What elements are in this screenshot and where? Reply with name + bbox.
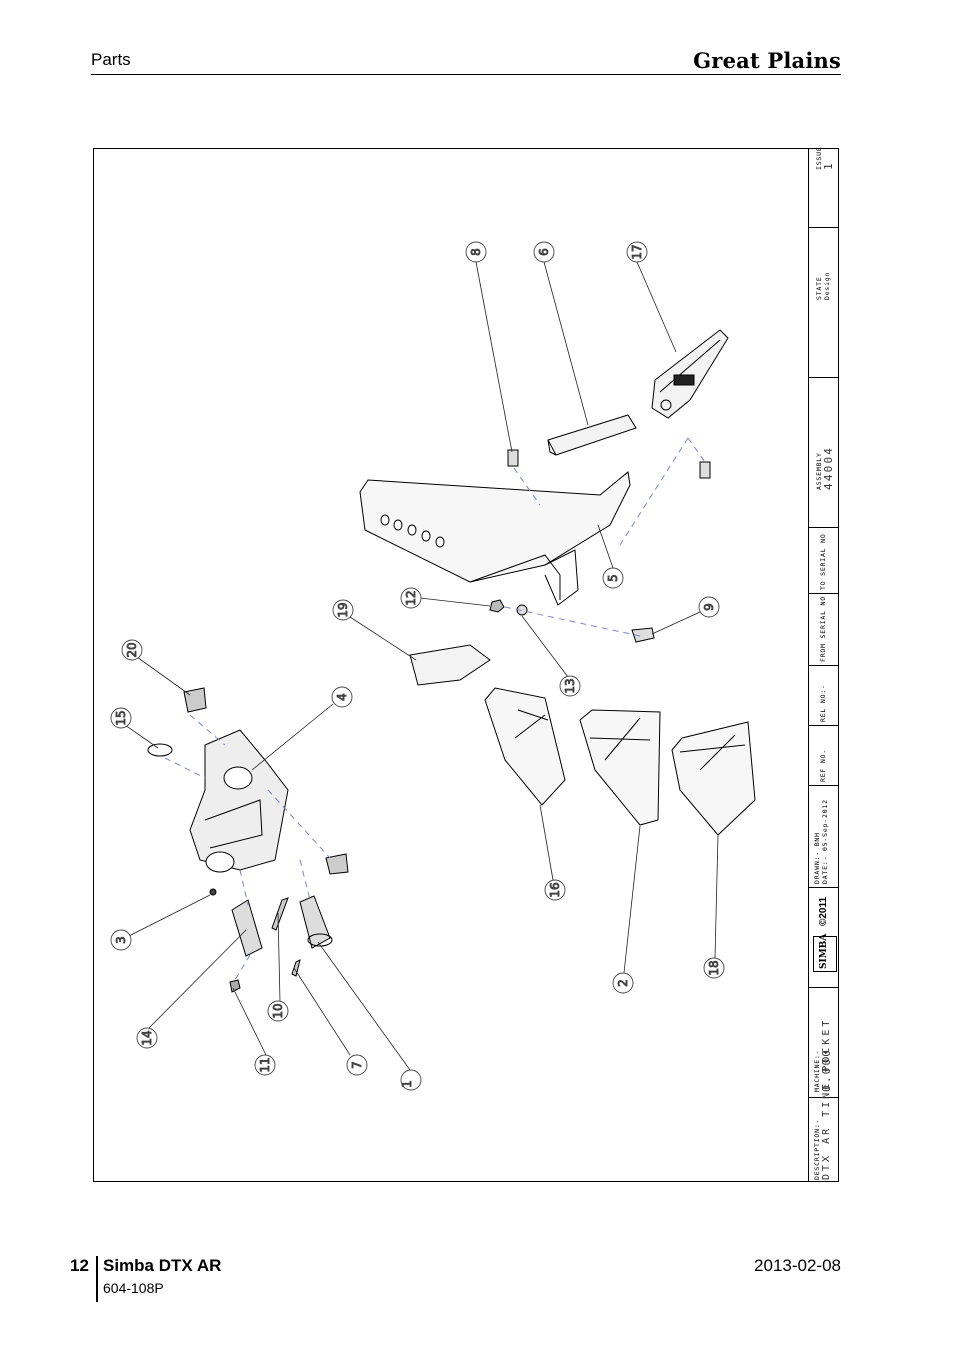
- tb-assembly: ASSEMBLY 44004: [809, 378, 839, 528]
- callout-1: 1: [400, 1069, 422, 1091]
- part-3-grease-nipple: [209, 888, 217, 896]
- tb-machine: MACHINE:- 0.000: [809, 988, 839, 1098]
- callout-20: 20: [121, 639, 143, 661]
- part-15-clip: [147, 743, 173, 757]
- svg-text:2: 2: [616, 979, 630, 987]
- svg-text:10: 10: [271, 1003, 285, 1018]
- callout-5: 5: [602, 567, 624, 589]
- callout-14: 14: [136, 1027, 158, 1049]
- callout-6: 6: [533, 241, 555, 263]
- svg-text:1: 1: [400, 1080, 414, 1088]
- header-rule: [91, 74, 841, 75]
- callout-11: 11: [254, 1054, 276, 1076]
- part-16-plate: [484, 687, 566, 806]
- callout-12: 12: [400, 587, 422, 609]
- part-18-plate: [671, 721, 756, 836]
- part-9-bolt: [631, 627, 655, 643]
- svg-text:20: 20: [125, 642, 139, 657]
- tb-drawn-date: DRAWN:- BNH DATE:- 05-Sep-2012: [809, 786, 839, 888]
- callout-4: 4: [331, 686, 353, 708]
- svg-text:8: 8: [469, 248, 483, 256]
- callout-15: 15: [110, 707, 132, 729]
- publication-date: 2013-02-08: [754, 1256, 841, 1275]
- svg-text:12: 12: [404, 590, 418, 605]
- manual-title: Simba DTX AR: [103, 1256, 222, 1275]
- tb-description: DESCRIPTION:- DTX AR TINE POCKET: [813, 1017, 832, 1180]
- tb-rel-no: REL NO:-: [809, 666, 839, 726]
- part-11-nut: [229, 979, 241, 993]
- tb-from-serial: FROM SERIAL NO: [809, 594, 839, 666]
- part-20-bush: [183, 687, 207, 713]
- svg-text:15: 15: [114, 710, 128, 725]
- callout-3: 3: [110, 929, 132, 951]
- callout-13: 13: [559, 675, 581, 697]
- svg-text:14: 14: [140, 1030, 154, 1045]
- svg-text:11: 11: [258, 1057, 272, 1072]
- callout-2: 2: [612, 972, 634, 994]
- svg-text:18: 18: [707, 960, 721, 975]
- svg-text:6: 6: [537, 248, 551, 256]
- svg-text:19: 19: [336, 602, 350, 617]
- tb-state: STATE Design: [809, 228, 839, 378]
- svg-text:7: 7: [350, 1061, 364, 1069]
- part-7-roll-pin: [291, 959, 301, 977]
- part-14-pin: [231, 899, 263, 957]
- svg-text:3: 3: [114, 936, 128, 944]
- callout-7: 7: [346, 1054, 368, 1076]
- tb-issue: ISSUE 1: [809, 146, 839, 228]
- tb-to-serial: TO SERIAL NO: [809, 528, 839, 594]
- callout-10: 10: [267, 1000, 289, 1022]
- callout-9: 9: [698, 596, 720, 618]
- part-2-plate: [579, 709, 661, 826]
- part-6-wear-plate: [547, 414, 637, 456]
- footer-divider: [96, 1256, 98, 1302]
- callout-18: 18: [703, 957, 725, 979]
- svg-text:9: 9: [702, 603, 716, 611]
- part-12-nut: [489, 599, 505, 613]
- callout-19: 19: [332, 599, 354, 621]
- part-4-tine-pocket: [189, 729, 289, 871]
- part-10-pin: [271, 897, 289, 931]
- svg-text:17: 17: [630, 244, 644, 259]
- part-5-tine-shank: [359, 471, 631, 583]
- simba-logo: SIMBA: [813, 934, 837, 972]
- title-block: ISSUE 1 STATE Design ASSEMBLY 44004 TO S…: [808, 146, 839, 1182]
- svg-text:4: 4: [335, 693, 349, 701]
- svg-text:5: 5: [606, 574, 620, 582]
- svg-text:13: 13: [563, 678, 577, 693]
- tb-ref-no: REF NO.: [809, 726, 839, 786]
- callout-16: 16: [544, 879, 566, 901]
- brand-logo: Great Plains: [693, 48, 841, 73]
- callout-8: 8: [465, 241, 487, 263]
- part-17-tine-point: [651, 329, 729, 419]
- page-number: 12: [70, 1256, 89, 1275]
- svg-text:16: 16: [548, 882, 562, 897]
- manual-code: 604-108P: [103, 1280, 164, 1296]
- callout-17: 17: [626, 241, 648, 263]
- part-1-pin: [299, 895, 331, 949]
- part-8-pin: [507, 449, 519, 467]
- part-19-deflector: [409, 644, 491, 686]
- section-title: Parts: [91, 50, 131, 69]
- tb-logo: ©2011 SIMBA: [809, 888, 839, 988]
